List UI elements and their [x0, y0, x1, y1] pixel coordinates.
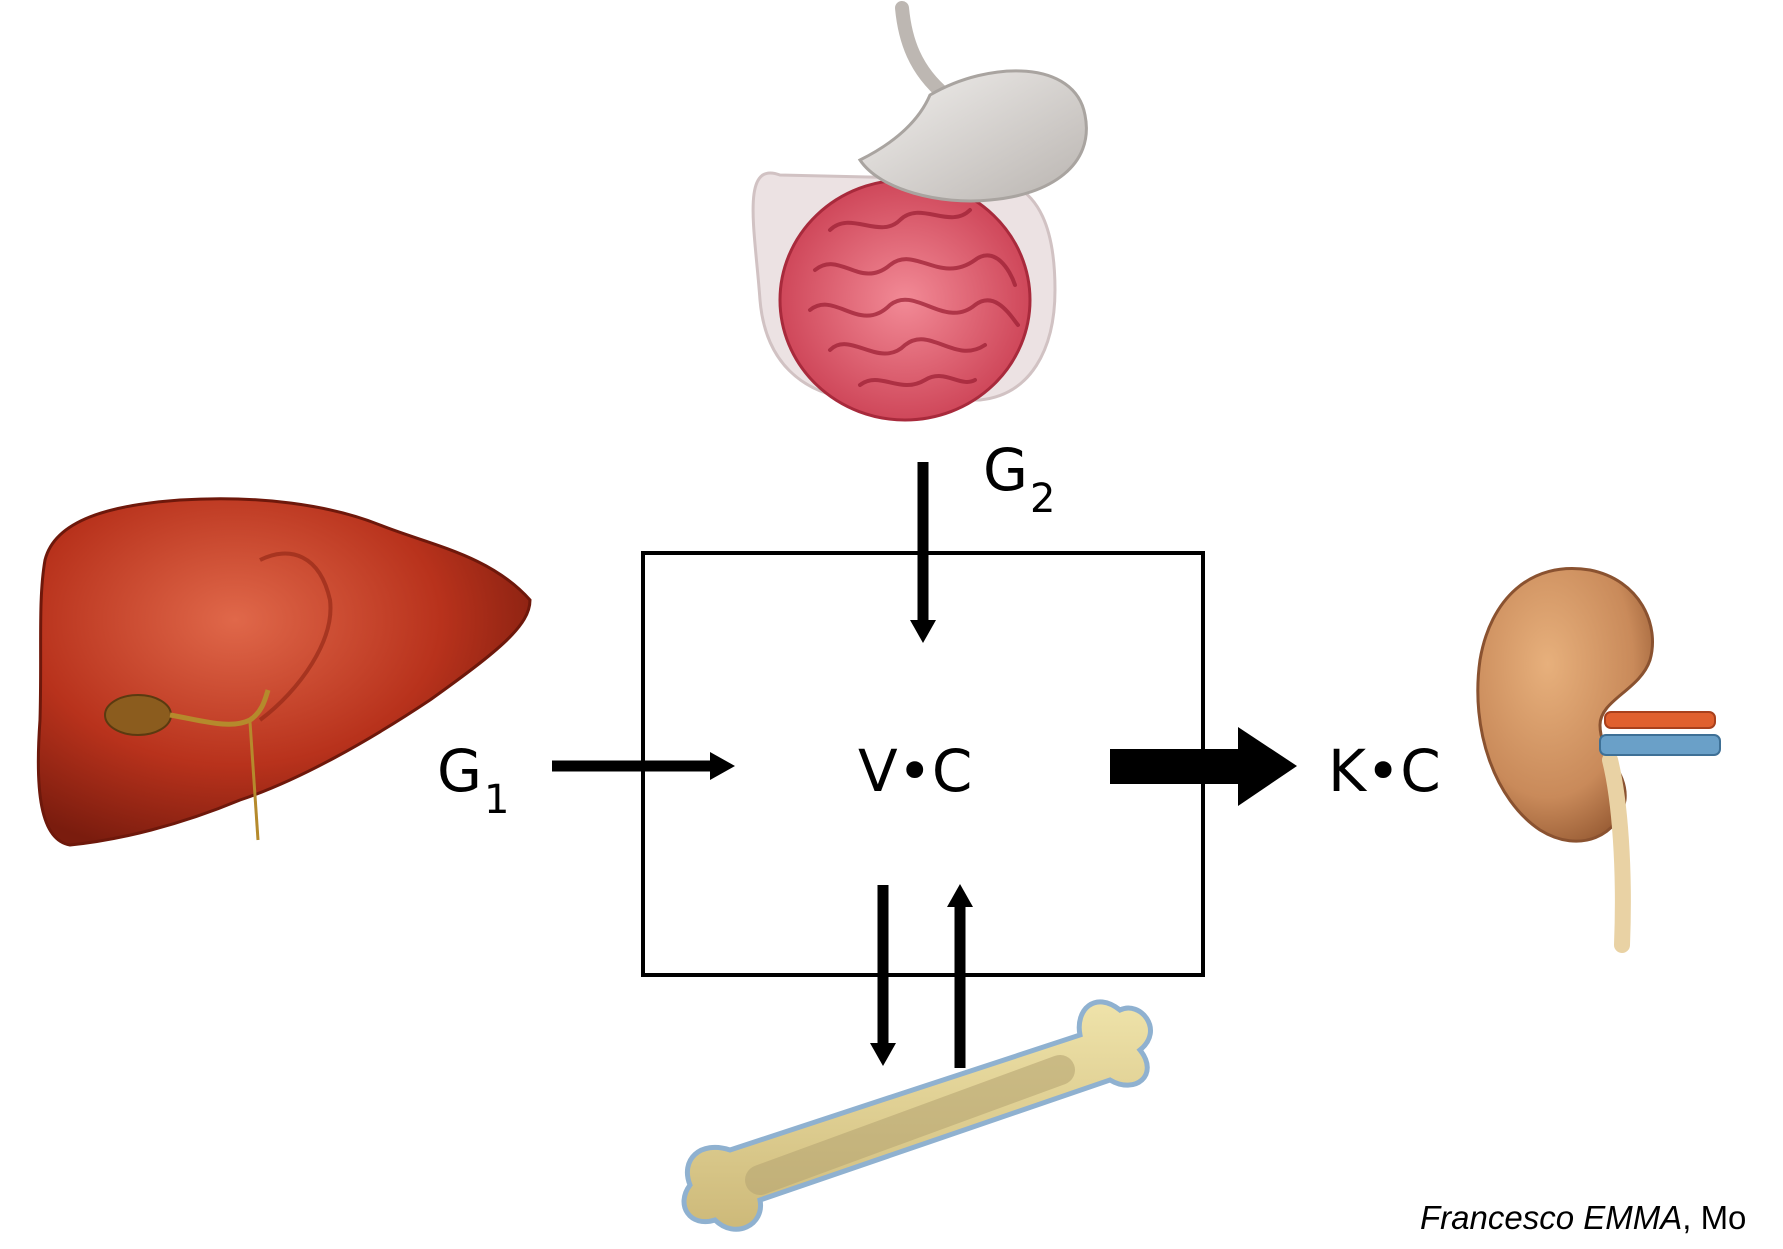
g2-main: G: [983, 436, 1028, 504]
center-label: V•C: [858, 742, 972, 800]
g1-label: G1: [437, 742, 509, 800]
g2-subscript: 2: [1030, 476, 1055, 522]
intestine-illustration: [753, 8, 1086, 420]
output-label: K•C: [1328, 742, 1441, 800]
credit-name: Francesco EMMA: [1420, 1199, 1682, 1236]
credit-rest: , Mo: [1682, 1199, 1746, 1236]
g1-subscript: 1: [484, 777, 509, 823]
g2-label: G2: [983, 441, 1055, 499]
g1-main: G: [437, 737, 482, 805]
kidney-illustration: [1478, 568, 1720, 945]
bone-illustration: [684, 1002, 1150, 1229]
credit-text: Francesco EMMA, Mo: [1420, 1199, 1746, 1237]
